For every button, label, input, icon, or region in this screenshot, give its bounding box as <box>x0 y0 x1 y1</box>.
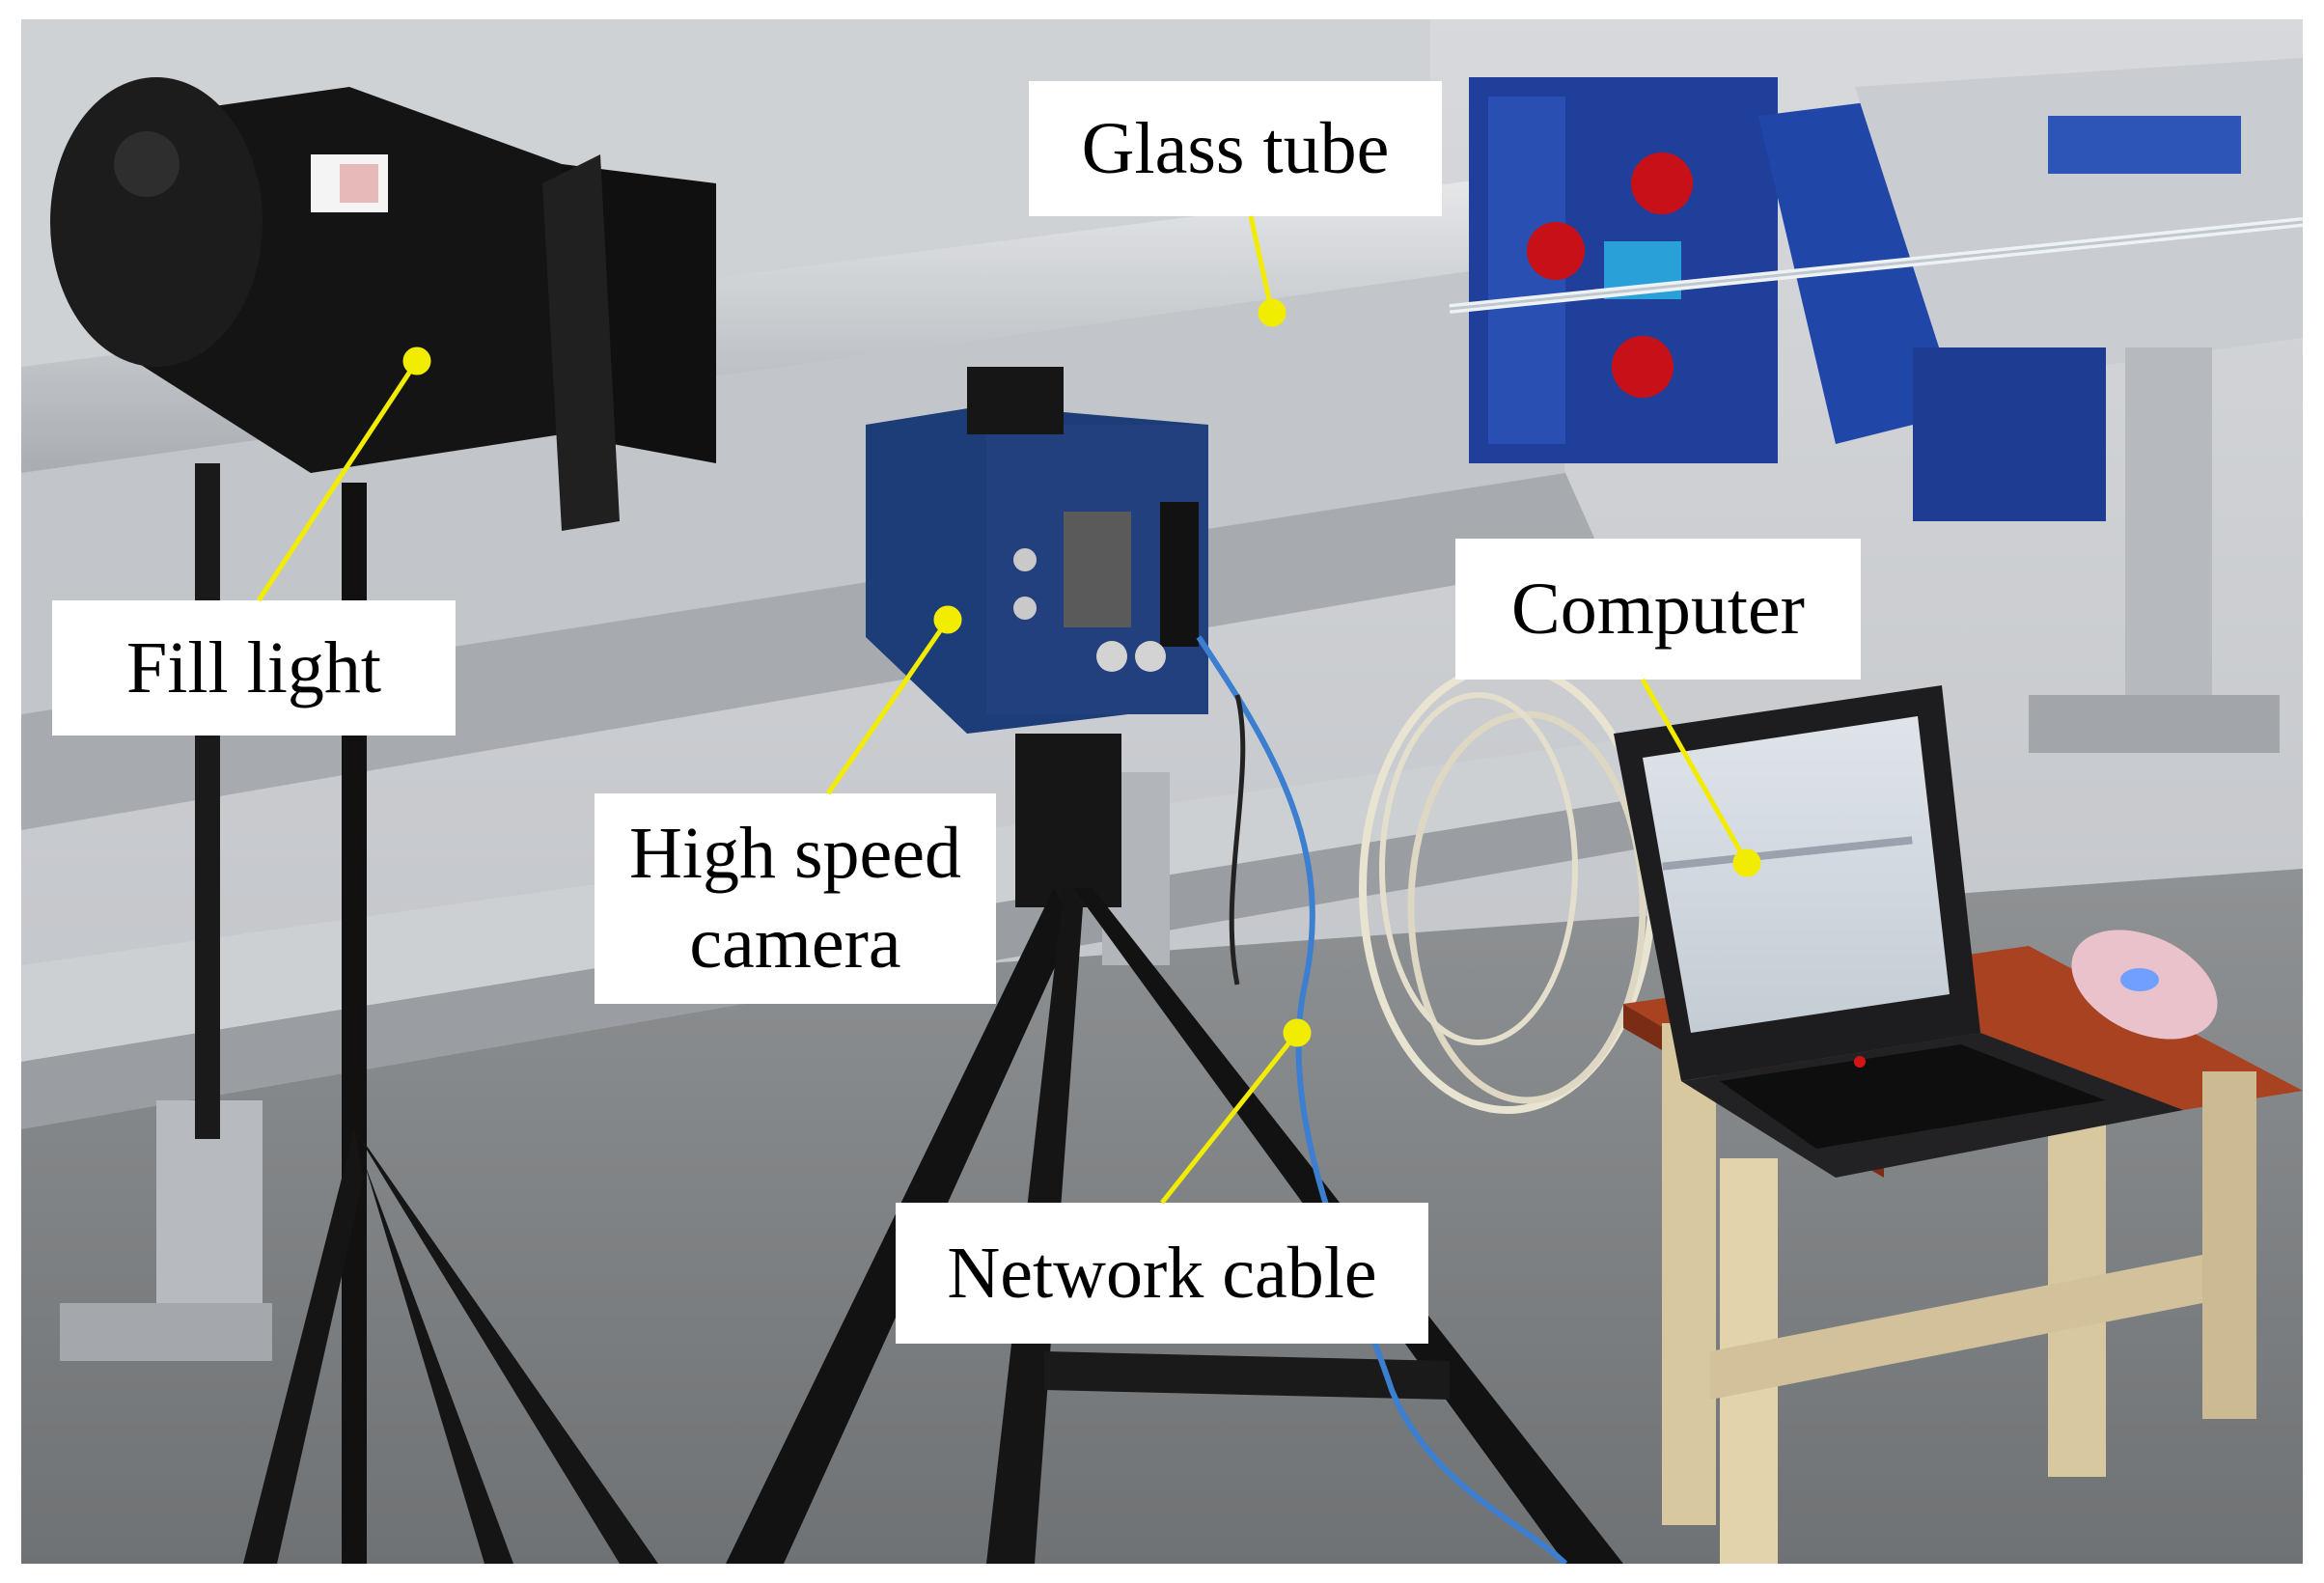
network-cable-label: Network cable <box>896 1203 1428 1344</box>
fill-light-label-text: Fill light <box>126 626 381 708</box>
camera-label-line1: High speed <box>628 813 962 895</box>
fill-light-label: Fill light <box>52 600 456 736</box>
camera-label-line2: camera <box>689 903 901 984</box>
high-speed-camera-label: High speed camera <box>595 793 996 1004</box>
computer-label: Computer <box>1455 539 1861 680</box>
glass-tube-label: Glass tube <box>1029 81 1442 216</box>
computer-label-text: Computer <box>1511 568 1805 650</box>
glass-tube-label-text: Glass tube <box>1081 107 1390 189</box>
network-cable-label-text: Network cable <box>947 1232 1377 1314</box>
